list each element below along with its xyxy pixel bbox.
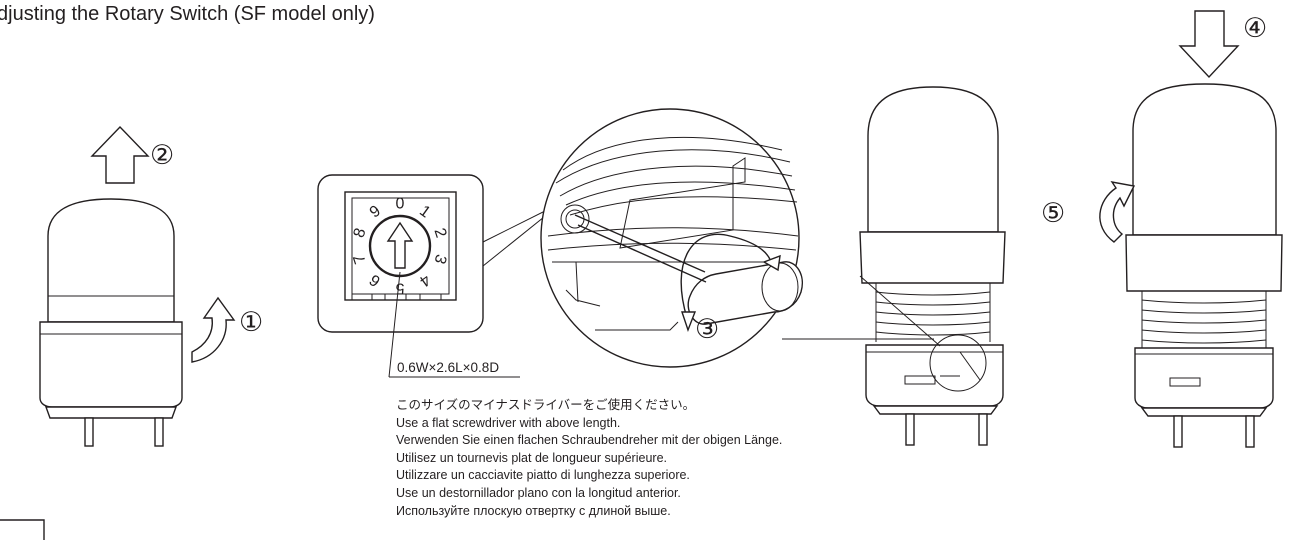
dial-digit: 5 bbox=[395, 280, 404, 297]
page-title: djusting the Rotary Switch (SF model onl… bbox=[0, 3, 375, 25]
magnified-view: ③ bbox=[540, 108, 934, 368]
instruction-line: Use a flat screwdriver with above length… bbox=[396, 415, 621, 430]
dial-digit: 0 bbox=[396, 196, 405, 213]
lamp-reattach-dome: ④ ⑤ bbox=[1041, 10, 1283, 448]
step-1-label: ① bbox=[239, 307, 263, 338]
screwdriver-rotate-arrow-icon bbox=[680, 233, 773, 319]
rotate-arrow-icon bbox=[1099, 181, 1136, 243]
instruction-line: Utilizzare un cacciavite piatto di lungh… bbox=[396, 468, 690, 483]
instruction-line: Use un destornillador plano con la longi… bbox=[396, 485, 681, 500]
step-5-label: ⑤ bbox=[1041, 198, 1065, 229]
instruction-line: このサイズのマイナスドライバーをご使用ください。 bbox=[396, 398, 696, 412]
lamp-removed-dome: ② ① bbox=[39, 125, 263, 447]
instruction-line: Verwenden Sie einen flachen Schraubendre… bbox=[396, 433, 783, 448]
up-arrow-icon bbox=[90, 125, 150, 184]
dial-pointer-icon bbox=[386, 221, 414, 269]
lamp-assembled bbox=[859, 86, 1006, 446]
step-4-label: ④ bbox=[1243, 13, 1267, 44]
step-2-label: ② bbox=[150, 140, 174, 171]
screwdriver-size: 0.6W×2.6L×0.8D bbox=[397, 360, 499, 375]
step-3-label: ③ bbox=[695, 314, 719, 345]
instruction-line: Используйте плоскую отвертку с длиной вы… bbox=[396, 503, 671, 518]
down-arrow-icon bbox=[1178, 10, 1240, 79]
instruction-line: Utilisez un tournevis plat de longueur s… bbox=[396, 450, 667, 465]
rotate-arrow-icon bbox=[191, 296, 236, 363]
box-fragment bbox=[0, 519, 45, 540]
instructions-list: このサイズのマイナスドライバーをご使用ください。 Use a flat scre… bbox=[396, 397, 782, 520]
